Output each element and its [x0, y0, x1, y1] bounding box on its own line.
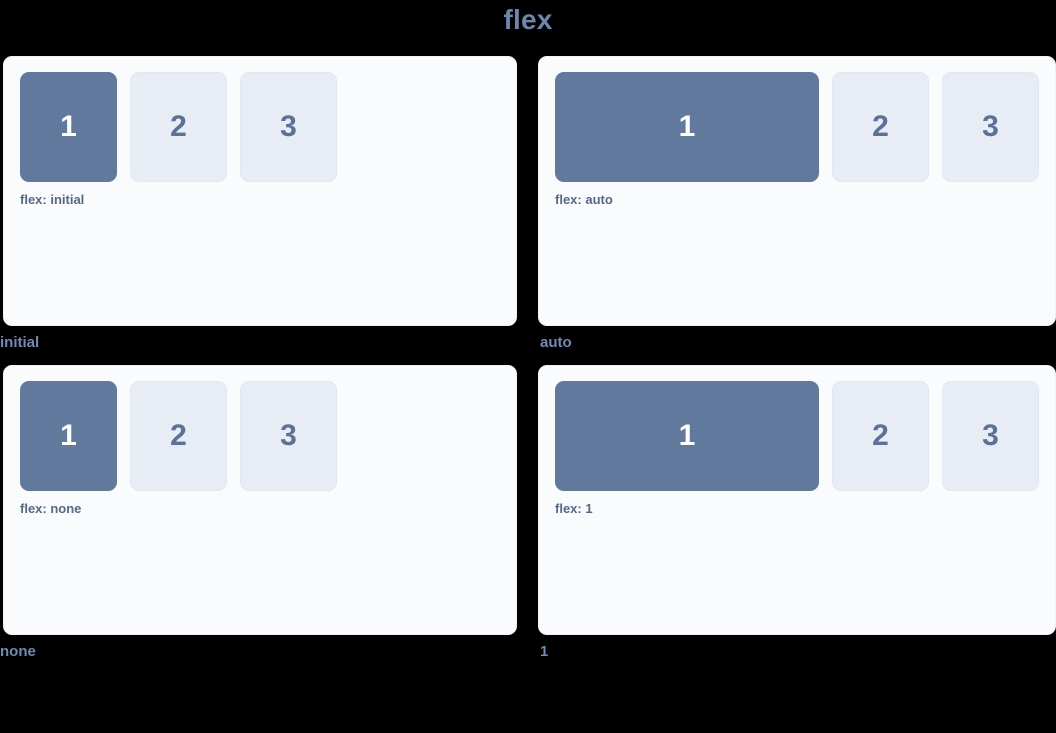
demo-card-none: 1 2 3 flex: none [3, 365, 517, 635]
flex-item-2[interactable]: 2 [832, 72, 929, 182]
demo-card-auto: 1 2 3 flex: auto [538, 56, 1056, 326]
demo-caption-initial: initial [0, 334, 40, 351]
flex-item-3[interactable]: 3 [942, 72, 1039, 182]
flex-item-1[interactable]: 1 [20, 72, 117, 182]
demo-label-none: flex: none [20, 501, 82, 516]
flex-container-none: 1 2 3 [20, 381, 500, 491]
demo-cell-one: 1 2 3 flex: 1 1 [538, 365, 1056, 659]
demo-caption-auto: auto [540, 334, 572, 351]
demo-grid: 1 2 3 flex: initial initial 1 2 3 flex: … [0, 56, 1056, 659]
flex-item-1[interactable]: 1 [555, 381, 819, 491]
page-title: flex [503, 4, 553, 35]
page-root: flex 1 2 3 flex: initial initial 1 2 3 [0, 4, 1056, 659]
demo-cell-auto: 1 2 3 flex: auto auto [538, 56, 1056, 350]
demo-label-one: flex: 1 [555, 501, 593, 516]
flex-item-2[interactable]: 2 [130, 72, 227, 182]
demo-label-auto: flex: auto [555, 192, 613, 207]
demo-caption-one: 1 [540, 643, 549, 660]
demo-card-initial: 1 2 3 flex: initial [3, 56, 517, 326]
flex-item-3[interactable]: 3 [240, 72, 337, 182]
demo-label-initial: flex: initial [20, 192, 85, 207]
demo-cell-none: 1 2 3 flex: none none [0, 365, 517, 659]
flex-container-one: 1 2 3 [555, 381, 1039, 491]
flex-item-2[interactable]: 2 [832, 381, 929, 491]
flex-item-3[interactable]: 3 [240, 381, 337, 491]
flex-item-1[interactable]: 1 [555, 72, 819, 182]
demo-card-one: 1 2 3 flex: 1 [538, 365, 1056, 635]
demo-cell-initial: 1 2 3 flex: initial initial [0, 56, 517, 350]
flex-container-initial: 1 2 3 [20, 72, 500, 182]
demo-caption-none: none [0, 643, 36, 660]
flex-container-auto: 1 2 3 [555, 72, 1039, 182]
flex-item-1[interactable]: 1 [20, 381, 117, 491]
flex-item-3[interactable]: 3 [942, 381, 1039, 491]
flex-item-2[interactable]: 2 [130, 381, 227, 491]
